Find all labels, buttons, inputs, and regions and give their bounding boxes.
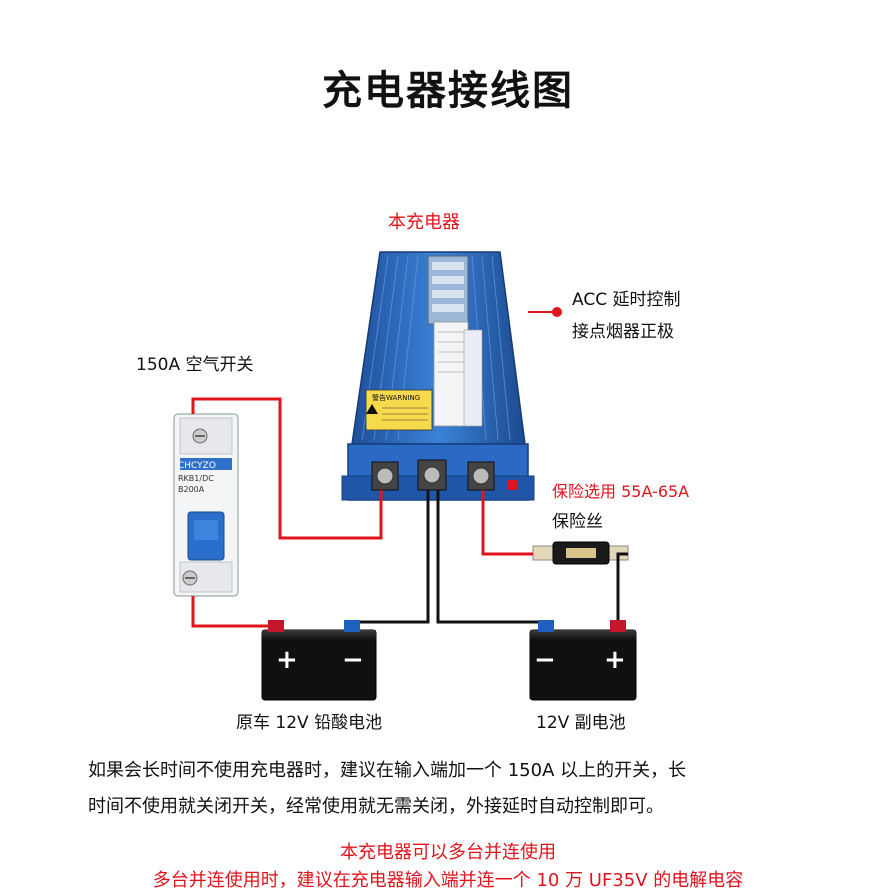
breaker-brand: CHCYZO <box>178 461 216 471</box>
label-fuse-note: 保险选用 55A-65A <box>552 482 690 501</box>
note-line-2: 多台并连使用时，建议在充电器输入端并连一个 10 万 UF35V 的电解电容 <box>152 870 744 891</box>
wire-fuse-to-aux <box>616 552 628 620</box>
battery-main-minus: − <box>342 645 364 675</box>
battery-main: + − <box>261 620 377 701</box>
wire-output-to-fuse <box>481 490 533 556</box>
label-acc-line1: ACC 延时控制 <box>572 290 681 310</box>
battery-aux-minus: − <box>534 645 556 675</box>
circuit-breaker: CHCYZO RKB1/DC B200A <box>173 413 239 597</box>
wire-ground-main <box>360 490 430 624</box>
wire-breaker-to-battery <box>191 596 268 628</box>
label-fuse: 保险丝 <box>552 512 603 532</box>
terminal-output <box>467 461 495 491</box>
label-battery-aux: 12V 副电池 <box>536 713 626 733</box>
charger-device: 警告WARNING <box>341 251 535 501</box>
wire-ground-aux <box>436 490 538 624</box>
battery-aux-plus: + <box>604 645 626 675</box>
label-battery-main: 原车 12V 铅酸电池 <box>236 713 383 733</box>
fuse <box>532 541 629 565</box>
label-charger: 本充电器 <box>388 212 460 233</box>
battery-main-plus: + <box>276 645 298 675</box>
description-line-2: 时间不使用就关闭开关，经常使用就无需关闭，外接延时自动控制即可。 <box>88 796 664 817</box>
breaker-model: RKB1/DC <box>178 474 214 483</box>
terminal-ground <box>417 459 447 491</box>
description-line-1: 如果会长时间不使用充电器时，建议在输入端加一个 150A 以上的开关，长 <box>88 760 687 781</box>
acc-dot <box>552 307 562 317</box>
terminal-input <box>371 461 399 491</box>
page-title: 充电器接线图 <box>322 68 574 114</box>
note-line-1: 本充电器可以多台并连使用 <box>340 842 556 863</box>
battery-aux: − + <box>529 620 637 701</box>
wire-charger-to-breaker <box>191 397 383 540</box>
warning-label: 警告WARNING <box>365 389 433 431</box>
warning-text: 警告WARNING <box>372 393 420 402</box>
breaker-rating: B200A <box>178 485 205 494</box>
description-paragraph: 如果会长时间不使用充电器时，建议在输入端加一个 150A 以上的开关，长 时间不… <box>88 753 818 825</box>
label-breaker: 150A 空气开关 <box>136 355 254 375</box>
label-acc-line2: 接点烟器正极 <box>572 322 674 342</box>
